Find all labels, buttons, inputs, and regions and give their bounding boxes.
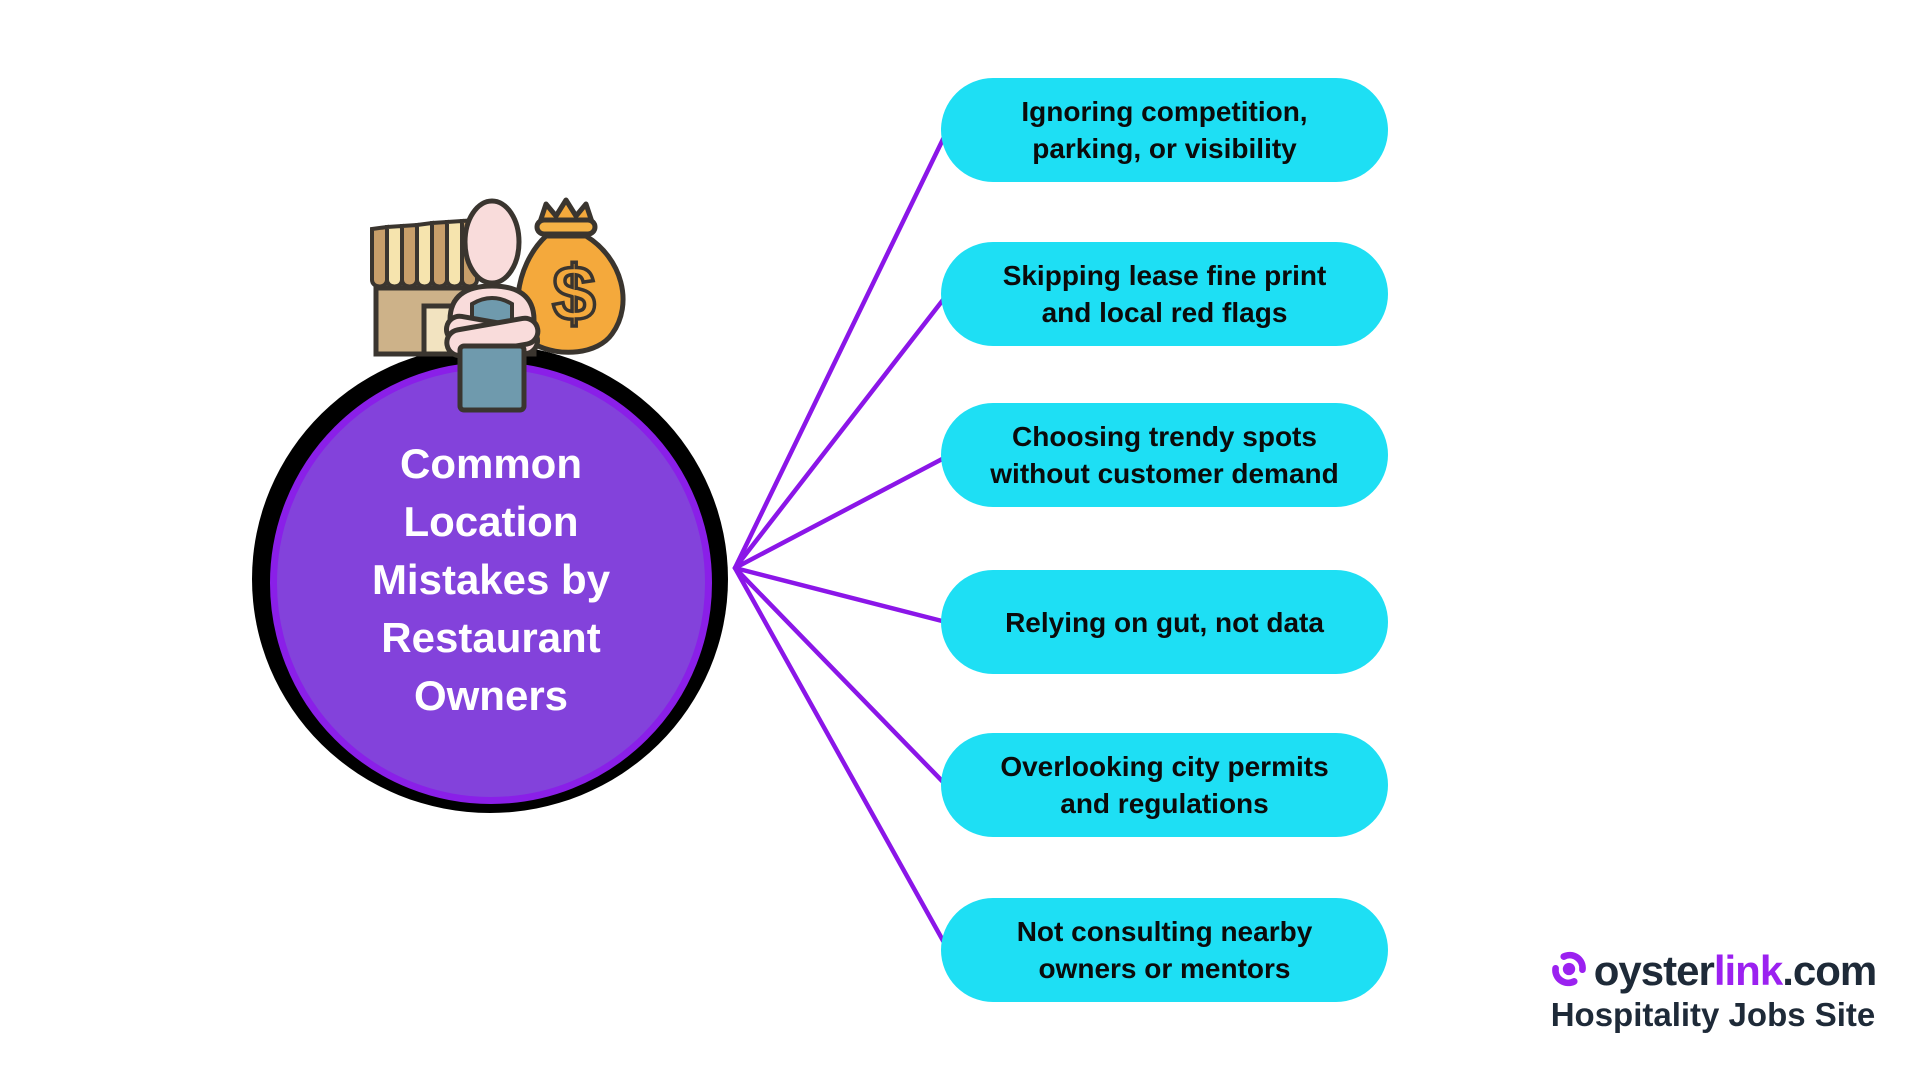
mistake-pill: Skipping lease fine print and local red …	[941, 242, 1388, 346]
brand-wordmark: oysterlink.com	[1593, 947, 1877, 994]
oyster-pearl-icon	[1551, 951, 1586, 987]
mistake-label: Skipping lease fine print and local red …	[1002, 260, 1327, 328]
mistake-label: Relying on gut, not data	[1005, 606, 1324, 638]
connector-line-6	[732, 565, 949, 949]
dollar-sign-icon: $	[552, 249, 595, 337]
connector-line-1	[732, 130, 949, 571]
mistake-pill: Not consulting nearby owners or mentors	[941, 898, 1388, 1002]
money-bag-icon: $	[515, 197, 626, 355]
mistake-label: Not consulting nearby owners or mentors	[1016, 916, 1313, 984]
oysterlink-logo: oysterlink.com Hospitality Jobs Site	[1520, 948, 1906, 1034]
mistake-pill: Overlooking city permits and regulations	[941, 733, 1388, 837]
mistake-pill: Ignoring competition, parking, or visibi…	[941, 78, 1388, 182]
storefront-owner-moneybag-icon: $	[370, 197, 626, 413]
brand-oyster: oyster	[1593, 947, 1715, 994]
mistake-pill: Relying on gut, not data	[941, 570, 1388, 674]
connector-line-2	[732, 293, 949, 571]
mistake-label: Overlooking city permits and regulations	[1000, 751, 1329, 819]
brand-tagline: Hospitality Jobs Site	[1550, 996, 1876, 1033]
page-title: Common Location Mistakes by Restaurant O…	[371, 440, 611, 719]
mistake-label: Ignoring competition, parking, or visibi…	[1021, 96, 1308, 164]
brand-domain: .com	[1782, 947, 1877, 994]
mistake-label: Choosing trendy spots without customer d…	[990, 421, 1339, 489]
connector-line-5	[732, 565, 949, 788]
connector-line-4	[732, 565, 949, 625]
brand-link: link	[1713, 947, 1783, 994]
mistake-pill: Choosing trendy spots without customer d…	[941, 403, 1388, 507]
owner-person-icon	[444, 198, 541, 413]
logo-wordmark-row: oysterlink.com	[1520, 948, 1906, 994]
center-circle: Common Location Mistakes by Restaurant O…	[270, 362, 712, 804]
connector-line-3	[732, 454, 949, 571]
